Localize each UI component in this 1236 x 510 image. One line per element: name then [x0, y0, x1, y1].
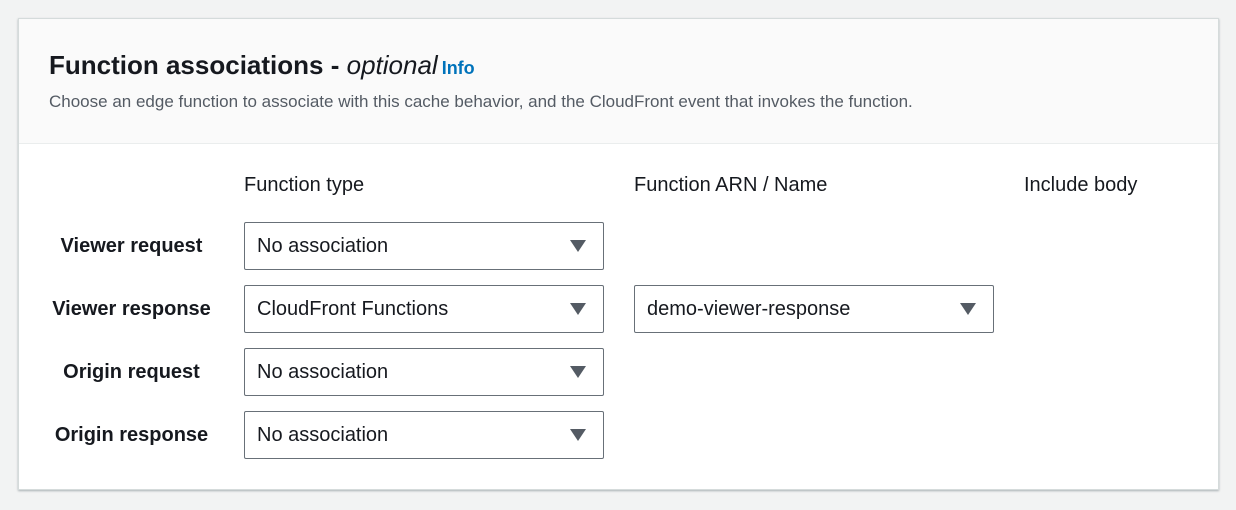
optional-label: optional [346, 50, 438, 80]
origin-request-function-type-select[interactable]: No association [244, 348, 604, 396]
column-header-function-arn: Function ARN / Name [634, 174, 828, 196]
caret-down-icon [570, 366, 586, 378]
row-label-origin-response: Origin response [54, 424, 209, 446]
select-value: CloudFront Functions [257, 298, 449, 320]
row-label-viewer-request: Viewer request [60, 235, 203, 257]
info-link[interactable]: Info [441, 58, 475, 78]
column-header-function-type: Function type [244, 174, 365, 196]
title-separator: - [323, 50, 347, 80]
panel-description: Choose an edge function to associate wit… [49, 92, 913, 111]
caret-down-icon [570, 240, 586, 252]
title-text: Function associations [49, 50, 324, 80]
row-label-origin-request: Origin request [63, 361, 200, 383]
select-value: demo-viewer-response [647, 298, 851, 320]
caret-down-icon [570, 303, 586, 315]
origin-response-function-type-select[interactable]: No association [244, 411, 604, 459]
viewer-response-function-arn-select[interactable]: demo-viewer-response [634, 285, 994, 333]
caret-down-icon [570, 429, 586, 441]
caret-down-icon [960, 303, 976, 315]
row-label-viewer-response: Viewer response [52, 298, 211, 320]
viewer-request-function-type-select[interactable]: No association [244, 222, 604, 270]
select-value: No association [257, 361, 389, 383]
column-header-include-body: Include body [1024, 174, 1138, 196]
select-value: No association [257, 424, 389, 446]
viewer-response-function-type-select[interactable]: CloudFront Functions [244, 285, 604, 333]
select-value: No association [257, 235, 389, 257]
